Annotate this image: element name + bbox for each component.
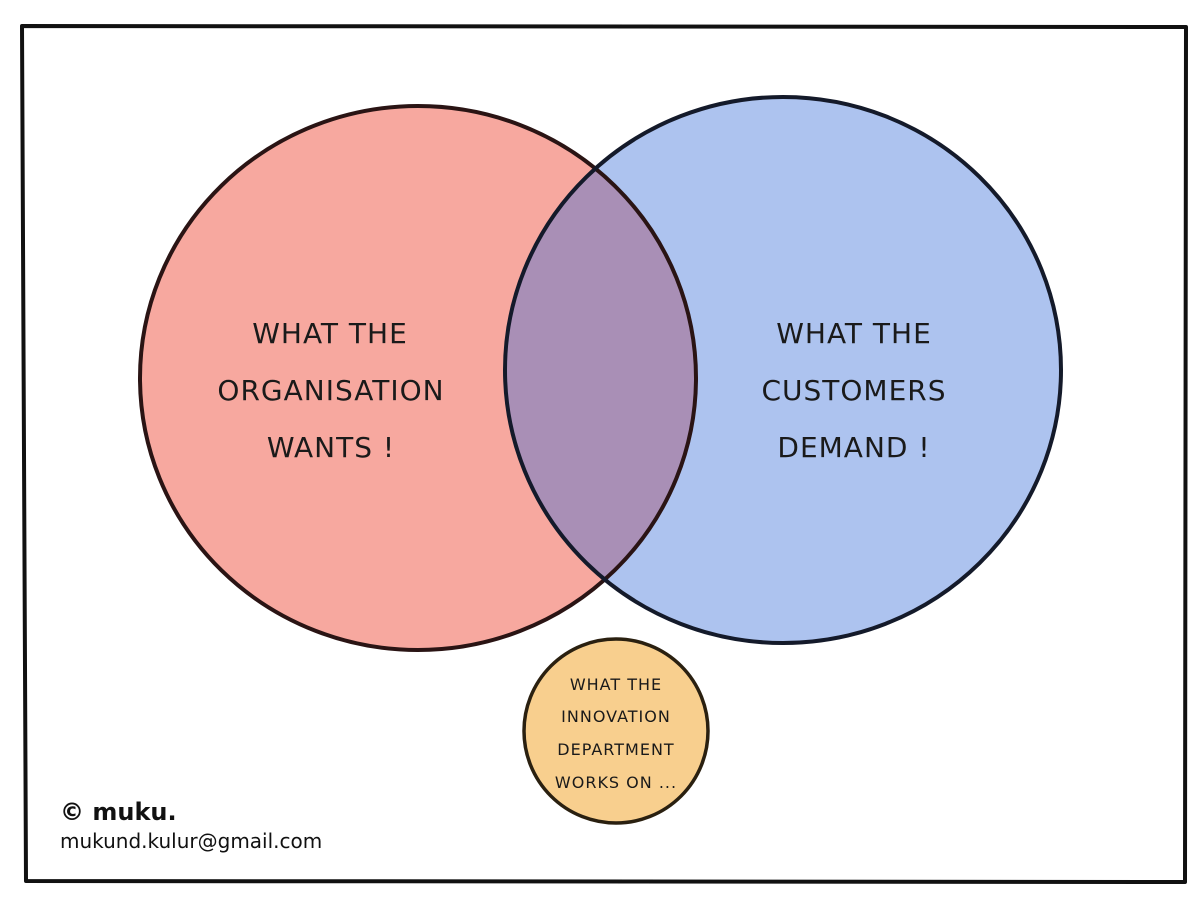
small-circle-label: WHAT THE INNOVATION DEPARTMENT WORKS ON … (555, 675, 677, 792)
small-circle (522, 637, 710, 825)
left-label-line: WHAT THE (252, 317, 408, 350)
panel-border (20, 24, 1188, 884)
right-label-line: WHAT THE (776, 317, 932, 350)
small-label-line: DEPARTMENT (557, 740, 674, 759)
right-label-line: DEMAND ! (777, 431, 930, 464)
overlap-region (505, 106, 696, 643)
small-label-line: WHAT THE (570, 675, 662, 694)
right-label-line: CUSTOMERS (761, 374, 946, 407)
left-circle-label: WHAT THE ORGANISATION WANTS ! (217, 317, 444, 464)
small-label-line: INNOVATION (561, 707, 671, 726)
author-credit: © muku. (60, 798, 177, 826)
author-email: mukund.kulur@gmail.com (60, 829, 322, 853)
left-label-line: WANTS ! (267, 431, 395, 464)
right-circle-outline (503, 95, 1063, 645)
right-circle-label: WHAT THE CUSTOMERS DEMAND ! (761, 317, 946, 464)
left-circle-outline (138, 104, 698, 652)
small-label-line: WORKS ON ... (555, 773, 677, 792)
left-label-line: ORGANISATION (217, 374, 444, 407)
